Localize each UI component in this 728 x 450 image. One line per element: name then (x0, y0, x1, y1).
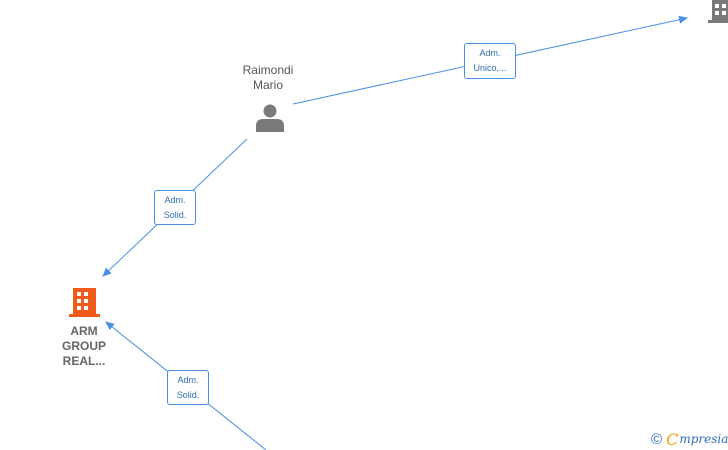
edge-label-line2: Solid. (163, 210, 187, 220)
empresia-logo-text: mpresia (679, 432, 728, 446)
copyright-icon: © (651, 430, 663, 448)
company-name-line3: REAL... (62, 354, 106, 368)
edge-label-line2: Solid. (176, 390, 200, 400)
company-name-label[interactable]: ARM GROUP REAL... (52, 324, 116, 369)
person-name-line2: Mario (252, 78, 283, 92)
person-name-line1: Raimondi (242, 63, 294, 77)
edge-label-line2: Unico,... (473, 63, 507, 73)
edge-label-adm-solid-upper[interactable]: Adm. Solid. (154, 190, 196, 225)
edge-label-line1: Adm. (164, 195, 186, 205)
company-building-icon-partial[interactable] (708, 0, 728, 23)
person-icon[interactable] (256, 104, 284, 133)
edge-label-line1: Adm. (479, 48, 501, 58)
empresia-logo-letter: C (666, 429, 679, 449)
empresia-brand: © C mpresia (651, 429, 728, 449)
edge-label-adm-unico[interactable]: Adm. Unico,... (464, 43, 516, 79)
edge-label-line1: Adm. (177, 375, 199, 385)
person-name-label[interactable]: Raimondi Mario (232, 63, 304, 93)
company-building-icon[interactable] (69, 288, 100, 317)
company-name-line2: GROUP (61, 339, 106, 353)
company-name-line1: ARM (70, 324, 98, 338)
edge-label-adm-solid-lower[interactable]: Adm. Solid. (167, 370, 209, 405)
